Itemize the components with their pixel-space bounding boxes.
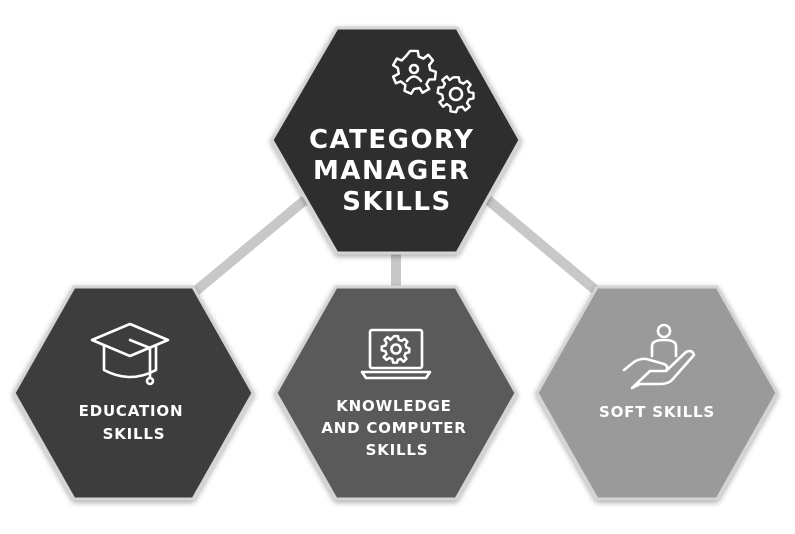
knowledge-label: KNOWLEDGE AND COMPUTER SKILLS [321,397,472,459]
soft-label: SOFT SKILLS [599,403,715,421]
center-label-line: SKILLS [342,187,451,217]
gears-user-icon [391,49,475,114]
education-hex-shape [12,285,255,501]
graduation-cap-icon [90,322,170,386]
laptop-gear-icon [360,328,432,380]
knowledge-hexagon: KNOWLEDGE AND COMPUTER SKILLS [274,285,518,501]
hand-person-icon [622,323,696,390]
soft-skills-hexagon: SOFT SKILLS [535,285,779,501]
center-hexagon: CATEGORY MANAGER SKILLS [270,26,522,255]
center-label-line: CATEGORY [309,125,475,155]
connector-education [181,196,309,304]
center-hex-shape [270,26,522,255]
knowledge-label-line: SKILLS [366,441,429,459]
knowledge-hex-shape [274,285,518,501]
connector-soft [484,196,609,302]
education-label-line: EDUCATION [79,402,184,420]
education-label-line: SKILLS [103,425,166,443]
center-label: CATEGORY MANAGER SKILLS [309,125,485,217]
soft-label-line: SOFT SKILLS [599,403,715,421]
education-label: EDUCATION SKILLS [79,402,190,443]
knowledge-label-line: KNOWLEDGE [336,397,452,415]
knowledge-label-line: AND COMPUTER [321,419,466,437]
soft-hex-shape [535,285,779,501]
center-label-line: MANAGER [313,156,471,186]
education-hexagon: EDUCATION SKILLS [12,285,255,501]
